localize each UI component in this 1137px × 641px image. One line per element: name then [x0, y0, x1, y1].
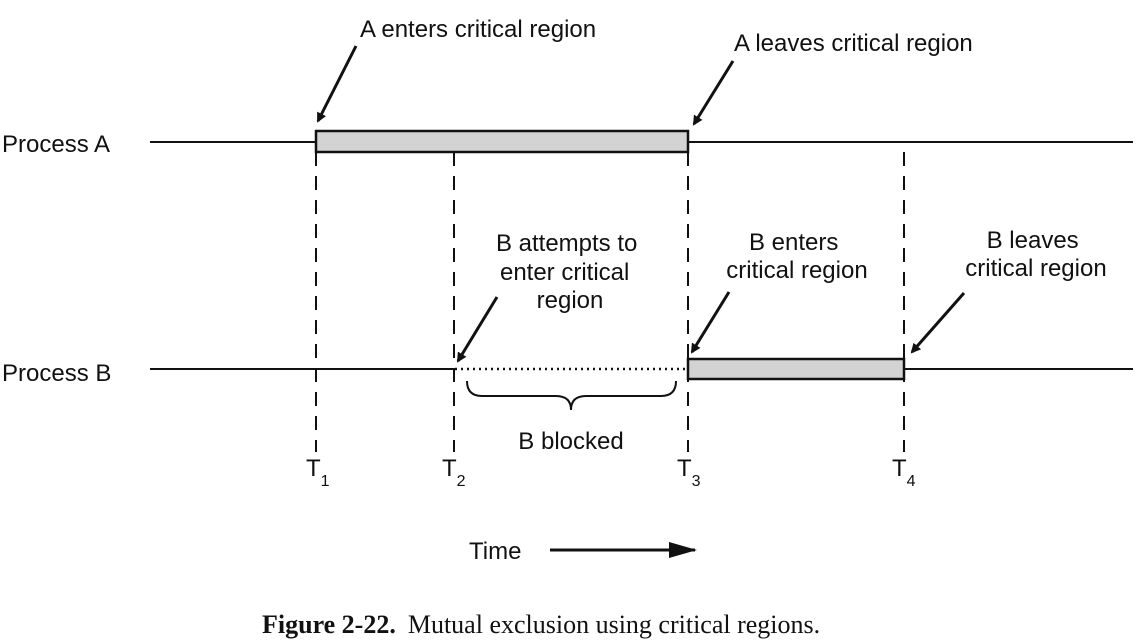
a-enters-label: A enters critical region — [360, 16, 596, 43]
b-leaves-label: B leaves critical region — [965, 227, 1106, 282]
figure-caption: Figure 2-22. Mutual exclusion using criti… — [262, 610, 820, 639]
process-a-critical-region-bar — [314, 129, 690, 154]
a-enters-arrow — [316, 45, 358, 123]
t1-letter: T — [306, 455, 321, 482]
a-leaves-label: A leaves critical region — [734, 30, 973, 57]
figure-caption-text: Mutual exclusion using critical regions. — [408, 610, 820, 639]
process-a-label: Process A — [2, 131, 110, 158]
figure-number: Figure 2-22. — [262, 610, 396, 639]
t4-letter: T — [892, 455, 907, 482]
t1-subscript: 1 — [321, 473, 330, 490]
b-leaves-line-1: B leaves — [987, 227, 1079, 254]
b-leaves-arrow — [910, 292, 966, 354]
t3-label: T3 — [677, 455, 701, 490]
a-leaves-arrow — [692, 60, 735, 126]
t2-subscript: 2 — [457, 473, 466, 490]
t2-letter: T — [442, 455, 457, 482]
t3-letter: T — [677, 455, 692, 482]
process-b-critical-region-bar — [686, 357, 906, 381]
b-enters-label: B enters critical region — [726, 229, 867, 284]
time-axis-label: Time — [469, 538, 521, 565]
b-leaves-line-2: critical region — [965, 255, 1106, 282]
b-attempts-line-2: enter critical — [500, 259, 629, 286]
b-enters-line-2: critical region — [726, 257, 867, 284]
t2-label: T2 — [442, 455, 466, 490]
b-enters-line-1: B enters — [749, 229, 838, 256]
t4-label: T4 — [892, 455, 916, 490]
process-b-label: Process B — [2, 360, 111, 387]
b-blocked-brace — [466, 380, 677, 411]
t4-subscript: 4 — [907, 473, 916, 490]
b-attempts-arrow — [456, 296, 499, 363]
b-blocked-label: B blocked — [518, 428, 623, 455]
b-enters-arrow — [690, 291, 731, 354]
t3-subscript: 3 — [692, 473, 701, 490]
b-attempts-line-1: B attempts to — [496, 230, 637, 257]
b-attempts-line-3: region — [537, 287, 604, 314]
t1-label: T1 — [306, 455, 330, 490]
b-attempts-label: B attempts to enter critical region — [496, 230, 644, 314]
